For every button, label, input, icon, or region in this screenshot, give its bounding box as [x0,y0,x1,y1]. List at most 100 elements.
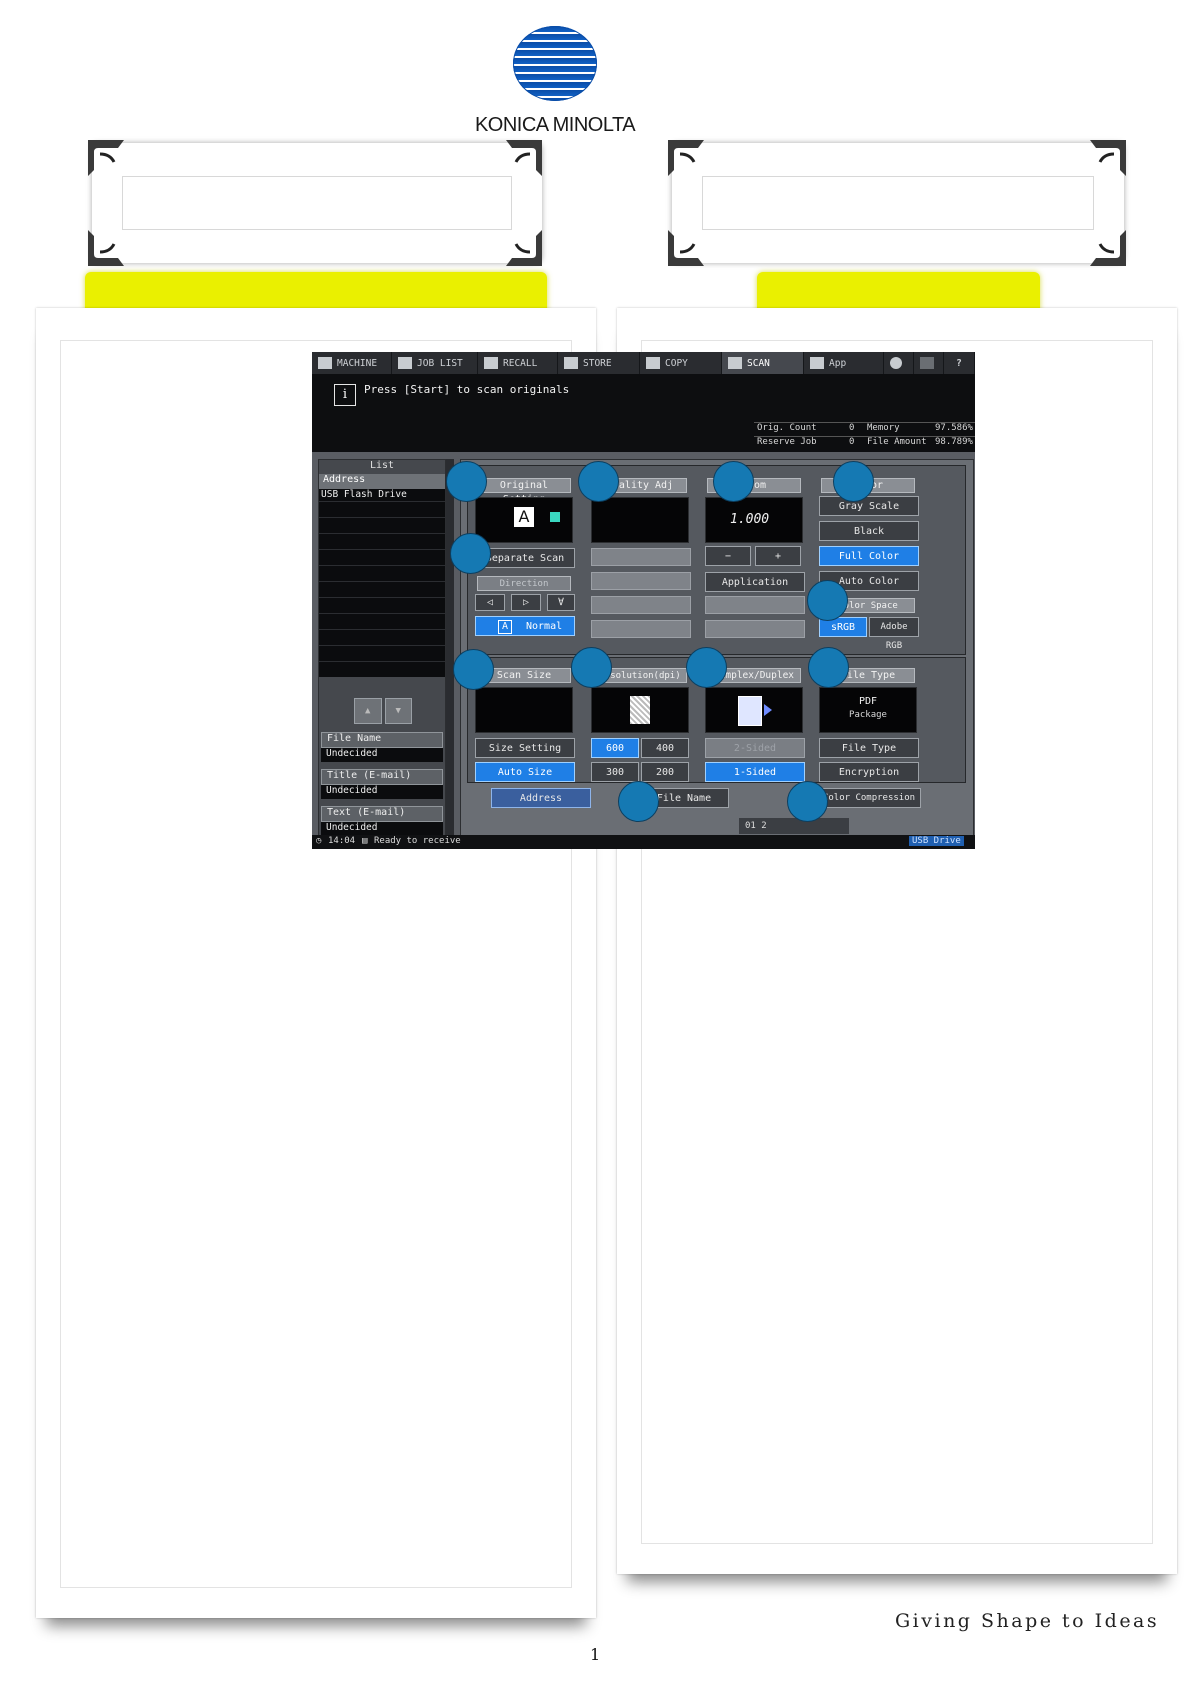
counter-panel: Orig. Count 0 Memory 97.586% Reserve Job… [754,422,975,452]
zoom-display: 1.000 [705,497,803,543]
empty-slot [591,596,691,614]
scroll-down-button[interactable]: ▼ [384,698,412,724]
page-icon [738,696,762,726]
email-title-field[interactable]: Title (E-mail) Undecided [321,769,443,799]
color-compression-button[interactable]: Color Compression [817,788,921,808]
callout-circle [453,649,494,690]
callout-circle [450,533,491,574]
list-item-empty[interactable] [319,517,445,533]
volume-button[interactable] [914,352,944,374]
tab-app[interactable]: App [804,352,884,374]
zoom-plus-button[interactable]: + [755,546,801,566]
corner-ornament-icon [668,214,720,266]
black-button[interactable]: Black [819,521,919,541]
tab-label: COPY [665,357,688,369]
full-color-button[interactable]: Full Color [819,546,919,566]
tab-recall[interactable]: RECALL [478,352,558,374]
file-type-button[interactable]: File Type [819,738,919,758]
list-item-empty[interactable] [319,533,445,549]
two-sided-button[interactable]: 2-Sided [705,738,805,758]
tab-label: JOB LIST [417,357,463,369]
email-text-label: Text (E-mail) [321,806,443,822]
list-item-empty[interactable] [319,565,445,581]
normal-letter-icon: A [498,620,512,634]
corner-ornament-icon [668,140,720,192]
list-item-empty[interactable] [319,613,445,629]
usb-drive-indicator[interactable]: USB Drive [909,836,964,846]
tab-machine[interactable]: MACHINE [312,352,392,374]
title-frame-right-box [702,176,1094,230]
empty-slot [591,548,691,566]
zoom-minus-button[interactable]: − [705,546,751,566]
callout-circle [446,461,487,502]
file-name-field[interactable]: File Name Undecided [321,732,443,762]
printer-icon: ▤ [362,836,368,846]
srgb-button[interactable]: sRGB [819,617,867,637]
file-format: PDF [858,696,878,707]
tab-label: MACHINE [337,357,378,369]
one-sided-button[interactable]: 1-Sided [705,762,805,782]
address-button[interactable]: Address [491,788,591,808]
email-text-field[interactable]: Text (E-mail) Undecided [321,806,443,836]
direction-label: Direction [477,576,571,591]
tab-store[interactable]: STORE [558,352,640,374]
size-setting-button[interactable]: Size Setting [475,738,575,758]
language-button[interactable] [884,352,914,374]
title-frame-left [92,143,542,263]
resolution-300-button[interactable]: 300 [591,762,639,782]
paper-panel-left-border [60,340,572,1588]
direction-inverted-button[interactable]: ∀ [547,594,575,611]
encryption-button[interactable]: Encryption [819,762,919,782]
normal-direction-button[interactable]: A Normal [475,616,575,636]
tab-copy[interactable]: COPY [640,352,722,374]
empty-slot [591,620,691,638]
resolution-400-button[interactable]: 400 [641,738,689,758]
corner-ornament-icon [88,140,140,192]
list-item-empty[interactable] [319,629,445,645]
tab-label: RECALL [503,357,538,369]
arrow-right-icon [764,704,772,716]
list-item-empty[interactable] [319,501,445,517]
callout-circle [571,647,612,688]
help-button[interactable]: ? [944,352,975,374]
resolution-600-button[interactable]: 600 [591,738,639,758]
empty-slot [705,596,805,614]
direction-left-button[interactable]: ◁ [475,594,505,611]
memory-label: Memory [867,423,900,433]
paper-panel-right-border [641,340,1153,1544]
simplex-preview [705,687,803,733]
resolution-200-button[interactable]: 200 [641,762,689,782]
list-scrollbar[interactable] [446,459,454,835]
tab-scan[interactable]: SCAN [722,352,804,374]
tab-job-list[interactable]: JOB LIST [392,352,478,374]
tab-label: App [829,357,847,369]
list-item-empty[interactable] [319,645,445,661]
gray-scale-button[interactable]: Gray Scale [819,496,919,516]
callout-circle [787,781,828,822]
adobe-rgb-button[interactable]: Adobe RGB [869,617,919,651]
list-item-empty[interactable] [319,549,445,565]
list-item-usb-flash-drive[interactable]: USB Flash Drive [319,489,445,501]
corner-ornament-icon [1074,214,1126,266]
direction-right-button[interactable]: ▷ [511,594,541,611]
empty-slot [591,572,691,590]
app-grid-icon [810,357,824,369]
application-button[interactable]: Application [705,572,805,592]
auto-size-button[interactable]: Auto Size [475,762,575,782]
original-letter-icon: A [514,507,534,527]
list-item-empty[interactable] [319,581,445,597]
callout-circle [686,647,727,688]
tagline: Giving Shape to Ideas [895,1610,1160,1632]
orig-count-value: 0 [849,423,855,433]
original-preview: A [475,497,573,543]
list-item-empty[interactable] [319,661,445,677]
file-amount-label: File Amount [867,437,927,447]
list-header: List [369,460,395,471]
original-setting-button[interactable]: Original Setting [477,478,571,505]
scroll-up-button[interactable]: ▲ [354,698,382,724]
email-text-value: Undecided [321,822,443,836]
title-frame-right [672,143,1124,263]
list-item-empty[interactable] [319,597,445,613]
auto-color-button[interactable]: Auto Color [819,571,919,591]
machine-icon [318,357,332,369]
